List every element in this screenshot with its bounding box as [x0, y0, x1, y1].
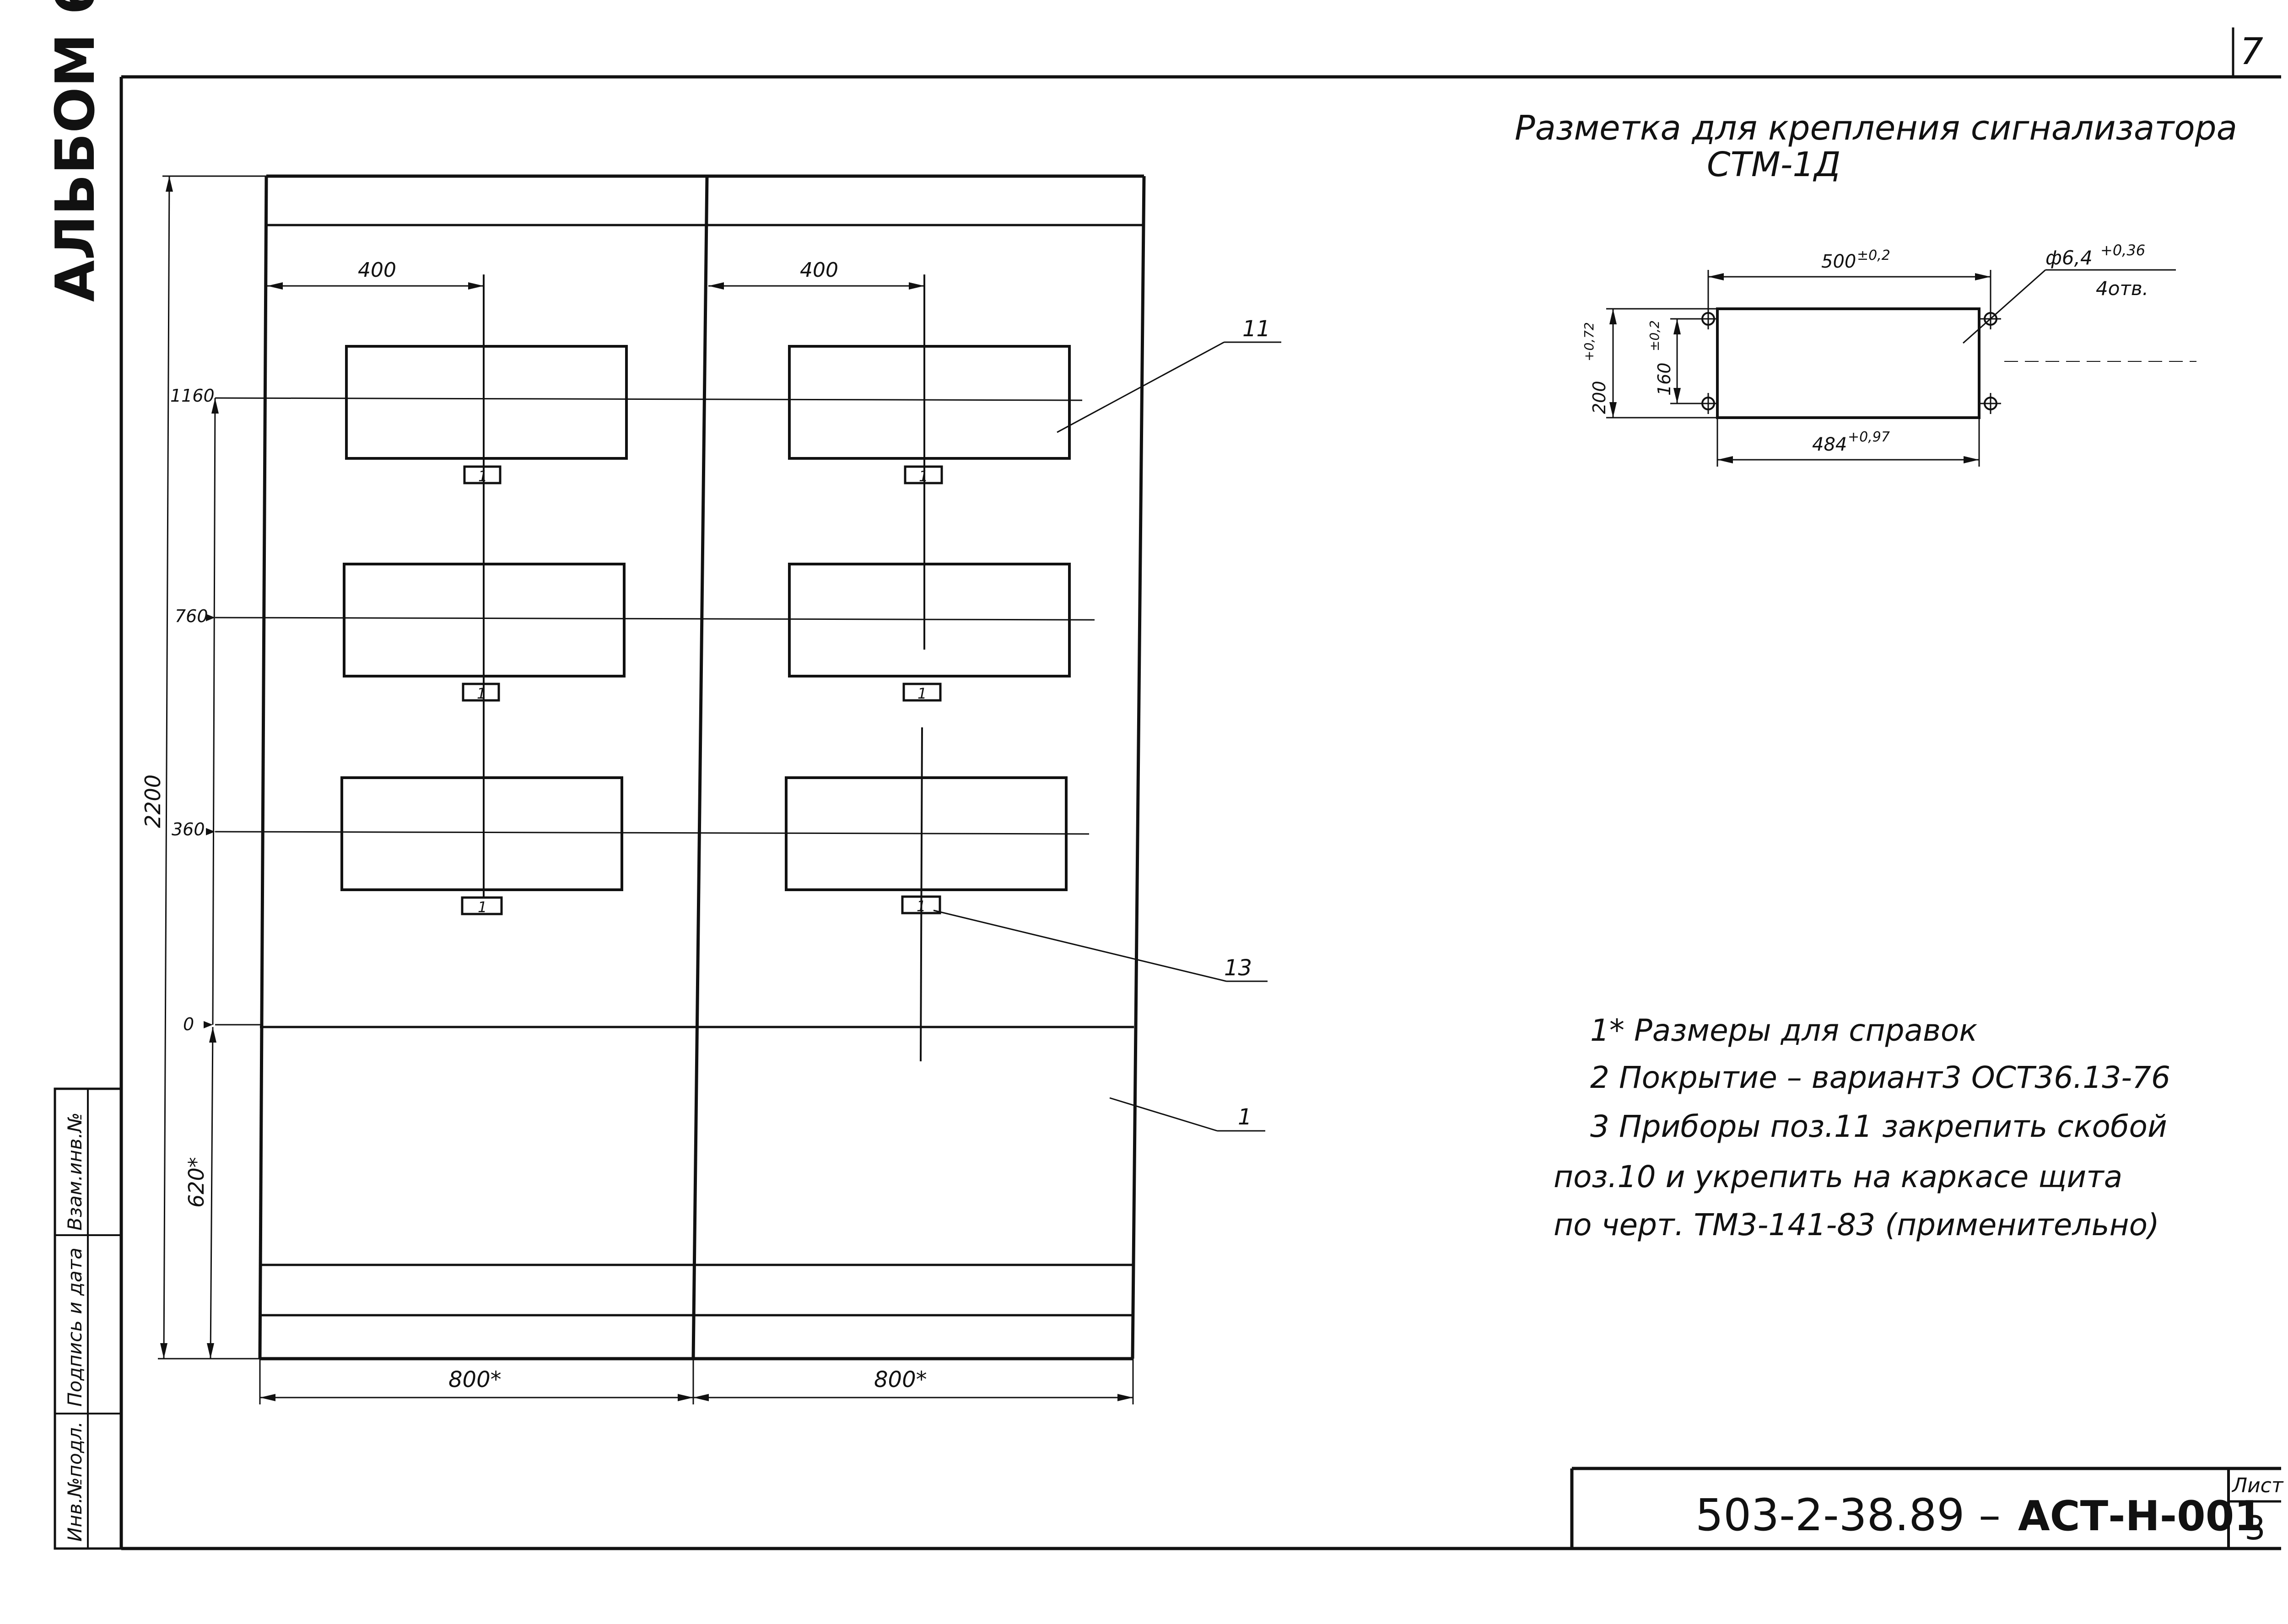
- panel-frame: [258, 174, 1146, 1361]
- document-code: 503-2-38.89 –: [1695, 1490, 2001, 1541]
- position-leaders: [933, 341, 1281, 1132]
- dim-800-right: 800*: [874, 1367, 927, 1393]
- sheet-frame: [119, 27, 2281, 1550]
- pos-1-label: 1: [1238, 1104, 1252, 1130]
- page-number: 7: [2240, 30, 2263, 73]
- marking-dim-160: 160: [1654, 362, 1674, 396]
- stamp-column: [54, 1087, 123, 1550]
- label-left-2: 1: [477, 685, 486, 702]
- label-right-3: 1: [917, 898, 926, 915]
- marking-dim-500: 500: [1821, 251, 1856, 272]
- devices-left: [340, 274, 628, 915]
- note-4: поз.10 и укрепить на каркасе щита: [1554, 1159, 2122, 1194]
- marking-dim-484-tol: +0,97: [1848, 429, 1890, 445]
- document-mark: АСТ-Н-001: [2018, 1492, 2263, 1540]
- dim-360: 360: [172, 819, 205, 839]
- marking-holes-count: 4отв.: [2096, 277, 2148, 300]
- dim-400-right: 400: [800, 258, 838, 282]
- album-label: АЛЬБОМ 6: [43, 0, 107, 302]
- label-right-1: 1: [919, 468, 928, 485]
- marking-title-line1: Разметка для крепления сигнализатора: [1515, 108, 2237, 148]
- pos-13-label: 13: [1224, 955, 1252, 981]
- note-1: 1* Размеры для справок: [1590, 1013, 1977, 1048]
- stamp-vzam-inv: Взам.инв.№: [64, 1113, 86, 1231]
- marking-dim-484: 484: [1812, 434, 1847, 455]
- label-left-1: 1: [478, 468, 487, 485]
- dim-0: 0: [183, 1014, 194, 1034]
- dim-1160: 1160: [170, 386, 215, 406]
- sheet-number: 3: [2245, 1509, 2266, 1547]
- marking-dim-200-tol: +0,72: [1581, 322, 1597, 361]
- label-left-3: 1: [478, 898, 487, 916]
- marking-dim-160-tol: ±0,2: [1647, 320, 1662, 351]
- marking-drawing: [1606, 269, 2196, 467]
- reference-lines: [215, 397, 1095, 1026]
- dim-620: 620*: [184, 1157, 209, 1208]
- dim-760: 760: [175, 606, 208, 626]
- dim-400-lines: [267, 282, 924, 290]
- note-3: 3 Приборы поз.11 закрепить скобой: [1590, 1109, 2167, 1144]
- dim-400-left: 400: [358, 258, 396, 282]
- marking-title-line2: СТМ-1Д: [1707, 145, 1840, 184]
- marking-dim-200: 200: [1589, 381, 1609, 414]
- pos-11-label: 11: [1242, 316, 1270, 342]
- dim-vertical-lines: [158, 175, 266, 1360]
- dim-width-lines: [259, 1359, 1134, 1404]
- dim-800-left: 800*: [448, 1367, 502, 1393]
- dim-2200: 2200: [140, 774, 165, 828]
- stamp-inv-podl: Инв.№подл.: [64, 1421, 86, 1542]
- devices-right: [785, 274, 1071, 1062]
- sheet-label: Лист: [2231, 1474, 2284, 1497]
- note-2: 2 Покрытие – вариант3 ОСТ36.13-76: [1590, 1060, 2170, 1095]
- marking-dim-hole-tol: +0,36: [2100, 242, 2145, 259]
- marking-dim-hole: ф6,4: [2045, 247, 2093, 269]
- stamp-signature-date: Подпись и дата: [64, 1248, 86, 1407]
- marking-dim-500-tol: ±0,2: [1857, 247, 1890, 263]
- title-block: [1570, 1467, 2281, 1549]
- label-right-2: 1: [917, 685, 927, 702]
- note-5: по черт. ТМ3-141-83 (применительно): [1554, 1207, 2159, 1242]
